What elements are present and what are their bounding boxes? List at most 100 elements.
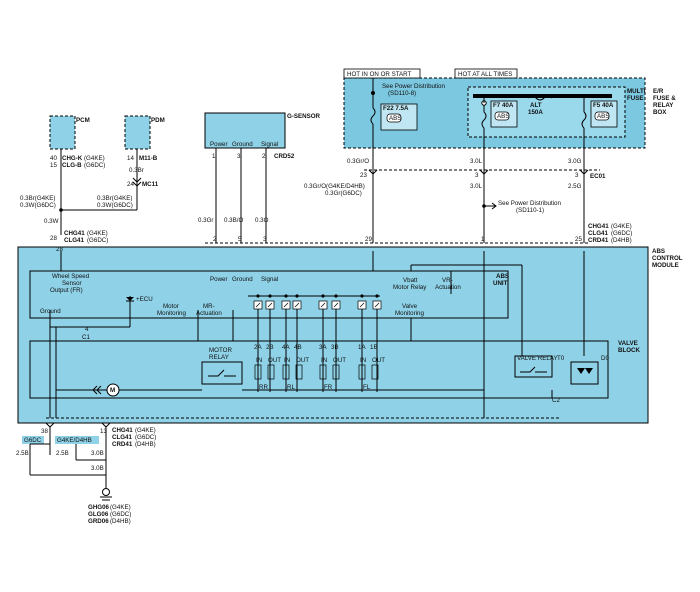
g-sensor-box — [204, 112, 286, 149]
vr-label-2: Actuation — [435, 284, 461, 291]
g-sensor-ground: Ground — [232, 141, 253, 148]
pcm-box — [49, 115, 76, 150]
g-sensor-power: Power — [210, 141, 228, 148]
wire-03gro-variant: 0.3Gr/O(G4KE/D4HB) — [304, 183, 365, 190]
motor-mon-1: Motor — [163, 303, 179, 310]
pcm-clgb-variant: (G6DC) — [84, 162, 105, 169]
chg41-bottom: CHG41 — [112, 427, 133, 434]
wire-03gr: 0.3Gr — [198, 217, 213, 224]
alt-fuse-label: ALT — [530, 102, 542, 109]
abs-tag-f7 — [494, 111, 510, 121]
ec01-connector: EC01 — [590, 173, 606, 180]
wss-label-1: Wheel Speed — [52, 273, 90, 280]
clg41-bottom-variant: (G6DC) — [135, 434, 156, 441]
vr-label: VR- — [442, 277, 453, 284]
module-pin1: 1 — [481, 236, 485, 243]
alt-fuse-amp: 150A — [528, 109, 543, 116]
g-sensor-pin1: 1 — [212, 153, 216, 160]
vbatt-label-2: Motor Relay — [393, 284, 427, 291]
wss-label-3: Output (FR) — [50, 287, 83, 294]
valve-coil-icon — [282, 364, 290, 380]
switch-junction — [375, 294, 379, 298]
wire-25b-left: 2.5B — [16, 450, 29, 457]
valve-pin-a: 3A — [319, 344, 327, 351]
crd52-connector: CRD52 — [274, 153, 295, 160]
motor-relay-box — [201, 361, 243, 385]
valve-coil-icon — [371, 364, 379, 380]
diode-box — [570, 361, 599, 385]
mr-act-1: MR- — [203, 303, 215, 310]
valve-name: FR — [324, 384, 333, 391]
hot-always-label: HOT AT ALL TIMES — [458, 71, 512, 78]
wire-03o: 0.3O — [255, 217, 269, 224]
pin38: 38 — [41, 428, 48, 435]
chg41-right: CHG41 — [588, 223, 609, 230]
clg41-top: CLG41 — [64, 237, 85, 244]
inner-signal: Signal — [261, 276, 278, 283]
valve-mon-1: Valve — [402, 303, 418, 310]
glg06-label: GLG06 — [88, 511, 109, 518]
g-sensor-signal: Signal — [261, 141, 278, 148]
mr-act-2: Actuation — [196, 310, 222, 317]
module-pin25: 25 — [575, 236, 582, 243]
grd06-label: GRD06 — [88, 518, 109, 525]
f22-label: F22 7.5A — [383, 105, 409, 112]
t0-label: T0 — [557, 355, 565, 362]
f7-label: F7 40A — [493, 102, 514, 109]
module-pin29: 29 — [365, 236, 372, 243]
valve-in-label: IN — [284, 357, 290, 364]
pump-motor-letter: M — [110, 387, 115, 394]
g-sensor-label: G-SENSOR — [287, 113, 321, 120]
ground-label: Ground — [40, 308, 61, 315]
motor-relay-label-2: RELAY — [209, 354, 229, 361]
er-box-label-3: RELAY — [653, 102, 674, 109]
valve-coil-icon — [332, 364, 340, 380]
chg41-top: CHG41 — [64, 230, 85, 237]
wire-25g: 2.5G — [568, 183, 582, 190]
c2-connector: C2 — [552, 397, 560, 404]
switch-junction — [321, 294, 325, 298]
valve-coil-icon — [267, 364, 275, 380]
switch-junction — [268, 294, 272, 298]
switch-junction — [334, 294, 338, 298]
module-pin3: 3 — [263, 236, 267, 243]
abs-tag-f5 — [594, 111, 610, 121]
clg41-right: CLG41 — [588, 230, 609, 237]
valve-out-label: OUT — [372, 357, 385, 364]
g4ke-d4hb-text: G4KE/D4HB — [57, 437, 92, 444]
er-box-label: E/R — [653, 88, 664, 95]
g-sensor-pin2: 2 — [262, 153, 266, 160]
wire-03gr-variant: 0.3Gr(G6DC) — [325, 190, 362, 197]
node3-a: 3 — [475, 172, 479, 179]
motor-relay-label-1: MOTOR — [209, 347, 232, 354]
node23: 23 — [360, 172, 367, 179]
abs-control-module-label-3: MODULE — [652, 262, 679, 269]
abs-tag-f7-text: ABS — [497, 113, 509, 120]
valve-out-label: OUT — [268, 357, 281, 364]
crd41-right-variant: (D4HB) — [611, 237, 632, 244]
switch-junction — [284, 294, 288, 298]
f5-label: F5 40A — [593, 102, 614, 109]
pin28: 28 — [50, 235, 57, 242]
valve-block-label: VALVE — [618, 340, 638, 347]
pcm-label: PCM — [76, 117, 90, 124]
mc11-connector: MC11 — [142, 181, 159, 188]
pcm-pin40: 40 — [50, 155, 57, 162]
abs-tag-f5-text: ABS — [597, 113, 609, 120]
pdm-m11b: M11-B — [139, 155, 158, 162]
abs-unit-box — [29, 270, 509, 319]
abs-unit-label-2: UNIT — [493, 280, 508, 287]
pdm-wire-03br: 0.3Br — [129, 167, 144, 174]
valve-pin-b: 2B — [266, 344, 274, 351]
clg41-top-variant: (G6DC) — [87, 237, 108, 244]
node3-b: 3 — [575, 172, 579, 179]
valve-relay-label: VALVE RELAY — [517, 355, 558, 362]
valve-coil-icon — [295, 364, 303, 380]
crd41-bottom: CRD41 — [112, 441, 133, 448]
power-dist-sd110-1b: (SD110-1) — [516, 207, 544, 214]
pdm-pin24: 24 — [127, 181, 134, 188]
module-pin5: 5 — [238, 236, 242, 243]
